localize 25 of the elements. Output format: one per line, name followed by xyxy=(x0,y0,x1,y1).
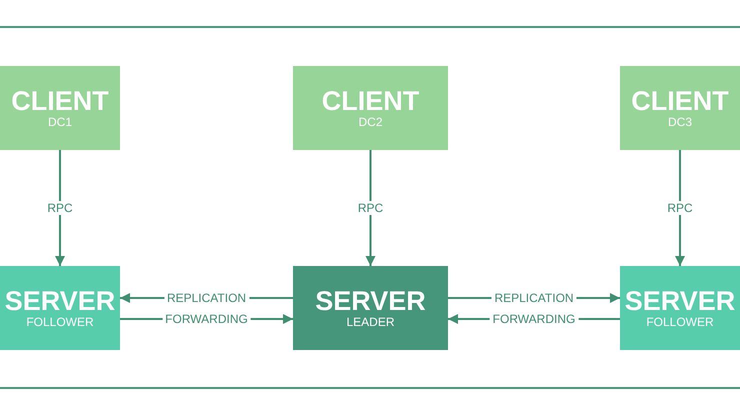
server-box xyxy=(0,266,120,350)
node-title: SERVER xyxy=(4,286,116,315)
edge-label: REPLICATION xyxy=(164,291,250,305)
client-box xyxy=(0,66,120,150)
arrow xyxy=(55,150,65,266)
node-subtitle: FOLLOWER xyxy=(646,314,714,330)
node-subtitle: FOLLOWER xyxy=(26,314,94,330)
node-title: CLIENT xyxy=(11,86,109,115)
client-box xyxy=(293,66,448,150)
edge-label: FORWARDING xyxy=(162,312,251,326)
arrow xyxy=(366,150,376,266)
node-subtitle: DC2 xyxy=(358,114,382,130)
node-title: SERVER xyxy=(315,286,426,315)
edge-label: FORWARDING xyxy=(490,312,578,326)
node-subtitle: DC1 xyxy=(48,114,72,130)
server-box xyxy=(293,266,448,350)
arrow xyxy=(675,150,685,266)
node-subtitle: LEADER xyxy=(346,314,395,330)
node-subtitle: DC3 xyxy=(668,114,692,130)
edge-label: REPLICATION xyxy=(491,291,577,305)
server-box xyxy=(620,266,740,350)
client-box xyxy=(620,66,740,150)
node-title: CLIENT xyxy=(631,86,729,115)
node-title: CLIENT xyxy=(322,86,420,115)
node-title: SERVER xyxy=(624,286,736,315)
